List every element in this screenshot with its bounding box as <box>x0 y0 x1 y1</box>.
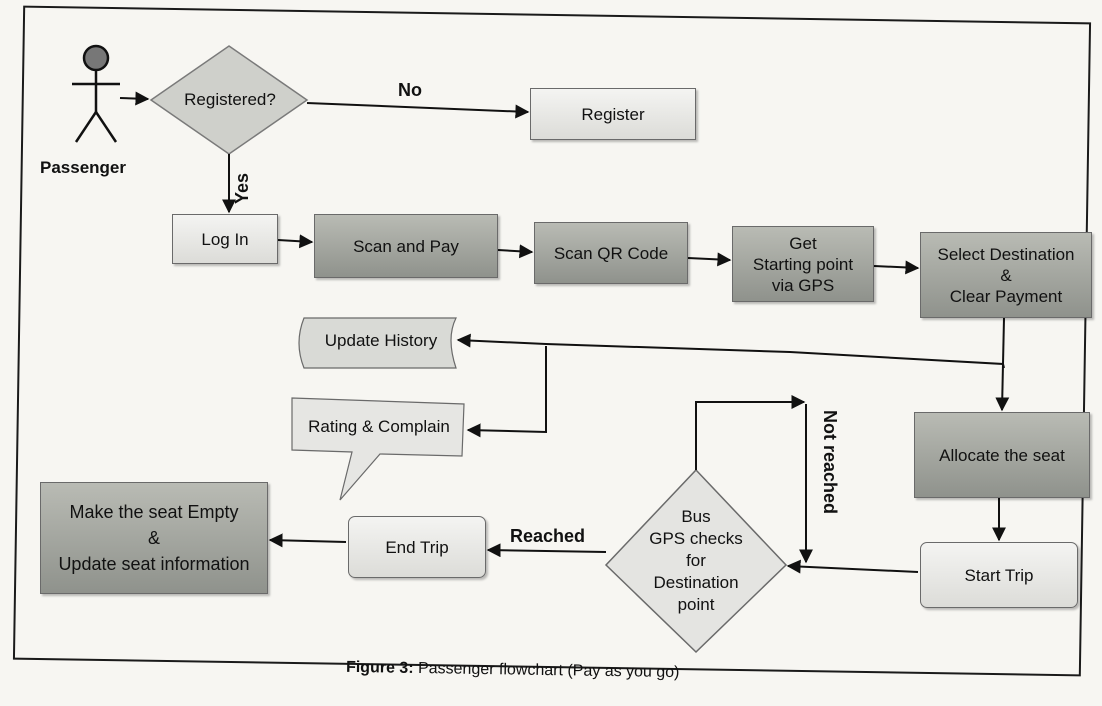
edge-to-update-history <box>456 333 1005 369</box>
edge-not-reached-loop <box>695 395 806 470</box>
make-seat-empty-box: Make the seat Empty & Update seat inform… <box>40 482 268 594</box>
edge-login-scanpay <box>277 234 314 249</box>
scan-qr-code-box: Scan QR Code <box>534 222 688 284</box>
update-history-shape <box>298 317 457 369</box>
edge-endtrip-seat <box>268 533 347 548</box>
get-starting-point-box: Get Starting point via GPS <box>732 226 874 302</box>
caption-prefix: Figure 3: <box>345 658 414 677</box>
edge-no <box>306 102 530 119</box>
update-history-label: Update History <box>324 331 438 350</box>
gps-check-decision-label: Bus GPS checks for Destination point <box>649 507 743 614</box>
edge-start-destination <box>873 260 920 275</box>
log-in-box: Log In <box>172 214 278 264</box>
edge-label-no: No <box>398 80 422 100</box>
edge-actor-registered <box>119 91 150 106</box>
edge-scanpay-qr <box>497 244 534 259</box>
edge-label-yes: Yes <box>232 172 252 204</box>
caption-text: Passenger flowchart (Pay as you go) <box>413 659 680 682</box>
end-trip-box: End Trip <box>348 516 486 578</box>
edge-to-rating <box>466 346 547 438</box>
edge-reached <box>486 543 607 558</box>
select-destination-box: Select Destination & Clear Payment <box>920 232 1092 318</box>
edge-label-not-reached: Not reached <box>820 410 840 515</box>
scan-and-pay-box: Scan and Pay <box>314 214 498 278</box>
passenger-label: Passenger <box>40 158 126 177</box>
allocate-seat-box: Allocate the seat <box>914 412 1090 498</box>
registered-decision-label: Registered? <box>184 90 276 109</box>
gps-check-decision-shape <box>604 468 788 654</box>
register-box: Register <box>530 88 696 140</box>
edge-label-reached: Reached <box>510 526 586 546</box>
rating-complain-label: Rating & Complain <box>308 417 450 436</box>
start-trip-box: Start Trip <box>920 542 1078 608</box>
rating-callout-shape <box>291 397 465 501</box>
edge-qr-start <box>687 252 732 267</box>
edge-starttrip-gps <box>786 559 919 574</box>
passenger-actor-icon <box>72 44 120 143</box>
